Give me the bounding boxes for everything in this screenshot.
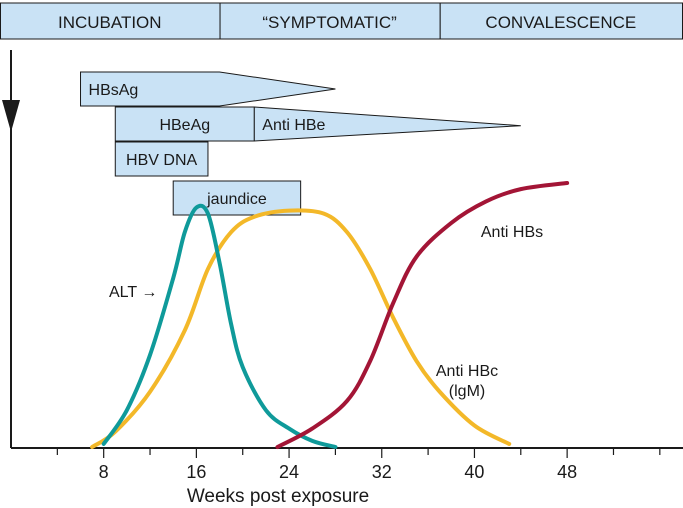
marker-label: HBeAg (159, 117, 210, 134)
phase-label: “SYMPTOMATIC” (262, 13, 397, 32)
x-axis-label: Weeks post exposure (187, 486, 369, 507)
series-line (101, 203, 338, 449)
x-tick-label: 16 (186, 462, 206, 482)
phase-bar: INCUBATION “SYMPTOMATIC” CONVALESCENCE (0, 2, 683, 40)
x-tick-label: 48 (557, 462, 577, 482)
x-tick-label: 32 (372, 462, 392, 482)
series-line (90, 208, 512, 449)
phase-label: CONVALESCENCE (485, 13, 636, 32)
marker-box (80, 71, 336, 107)
phase-label: INCUBATION (58, 13, 162, 32)
phase-box (439, 2, 683, 40)
curves: ALT → Anti HBc (lgM) Anti HBs (90, 180, 570, 449)
x-tick-label: 24 (279, 462, 299, 482)
series-label: Anti HBc (436, 363, 498, 380)
marker-box (114, 106, 255, 142)
phase-box (219, 2, 441, 40)
marker-label: jaundice (206, 191, 267, 208)
marker-label: HBV DNA (126, 152, 197, 169)
marker-taper (253, 106, 521, 142)
marker-label: Anti HBe (262, 117, 325, 134)
x-tick-label: 40 (464, 462, 484, 482)
series-label: Anti HBs (481, 224, 543, 241)
series-label: ALT → (109, 284, 157, 301)
series-label: (lgM) (449, 383, 485, 400)
x-axis: Weeks post exposure 8 16 24 32 40 48 (2, 50, 683, 507)
phase-box (0, 2, 221, 40)
marker-box (114, 141, 209, 177)
series-line (275, 180, 570, 449)
marker-label: HBsAg (89, 82, 139, 99)
x-tick-label: 8 (99, 462, 109, 482)
y-axis-arrow-icon (2, 100, 20, 132)
